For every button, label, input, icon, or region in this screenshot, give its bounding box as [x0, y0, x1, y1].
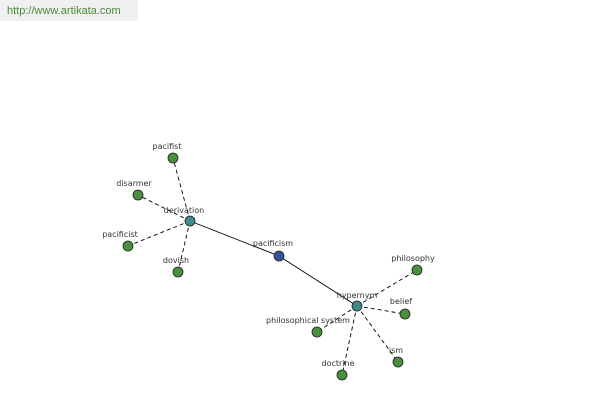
node-hypernym[interactable] [351, 300, 363, 312]
node-derivation[interactable] [184, 215, 196, 227]
node-belief[interactable] [399, 308, 411, 320]
label-disarmer[interactable]: disarmer [116, 179, 152, 188]
label-derivation[interactable]: derivation [164, 206, 204, 215]
edge-hypernym-philosophical-system [316, 305, 358, 333]
edges-layer [127, 157, 418, 376]
edge-hypernym-ism [356, 305, 399, 363]
node-disarmer[interactable] [132, 189, 144, 201]
label-pacifist[interactable]: pacifist [153, 142, 182, 151]
url-link[interactable]: http://www.artikata.com [7, 5, 121, 17]
edge-hypernym-belief [356, 305, 406, 315]
label-belief[interactable]: belief [390, 297, 412, 306]
node-philosophical-system[interactable] [311, 326, 323, 338]
node-pacifist[interactable] [167, 152, 179, 164]
label-philosophy[interactable]: philosophy [391, 254, 435, 263]
edge-pacificism-derivation [189, 220, 280, 257]
label-hypernym[interactable]: hypernym [337, 291, 378, 300]
label-pacificist[interactable]: pacificist [102, 230, 138, 239]
nodes-layer [122, 152, 423, 381]
node-dovish[interactable] [172, 266, 184, 278]
edge-derivation-dovish [177, 220, 191, 273]
labels-layer: pacificism derivation pacifist disarmer paci… [102, 142, 435, 368]
label-philosophical-system[interactable]: philosophical system [266, 316, 350, 325]
edge-derivation-disarmer [137, 194, 191, 222]
edge-hypernym-doctrine [341, 305, 358, 376]
edge-pacificism-hypernym [278, 255, 358, 307]
url-bar: http://www.artikata.com [0, 0, 138, 21]
node-pacificism[interactable] [273, 250, 285, 262]
edge-derivation-pacifist [172, 157, 191, 222]
edge-hypernym-philosophy [356, 269, 418, 307]
node-pacificist[interactable] [122, 240, 134, 252]
node-philosophy[interactable] [411, 264, 423, 276]
node-doctrine[interactable] [336, 369, 348, 381]
label-doctrine[interactable]: doctrine [321, 359, 354, 368]
label-dovish[interactable]: dovish [163, 256, 189, 265]
label-pacificism[interactable]: pacificism [253, 239, 293, 248]
node-ism[interactable] [392, 356, 404, 368]
label-ism[interactable]: ism [389, 346, 403, 355]
